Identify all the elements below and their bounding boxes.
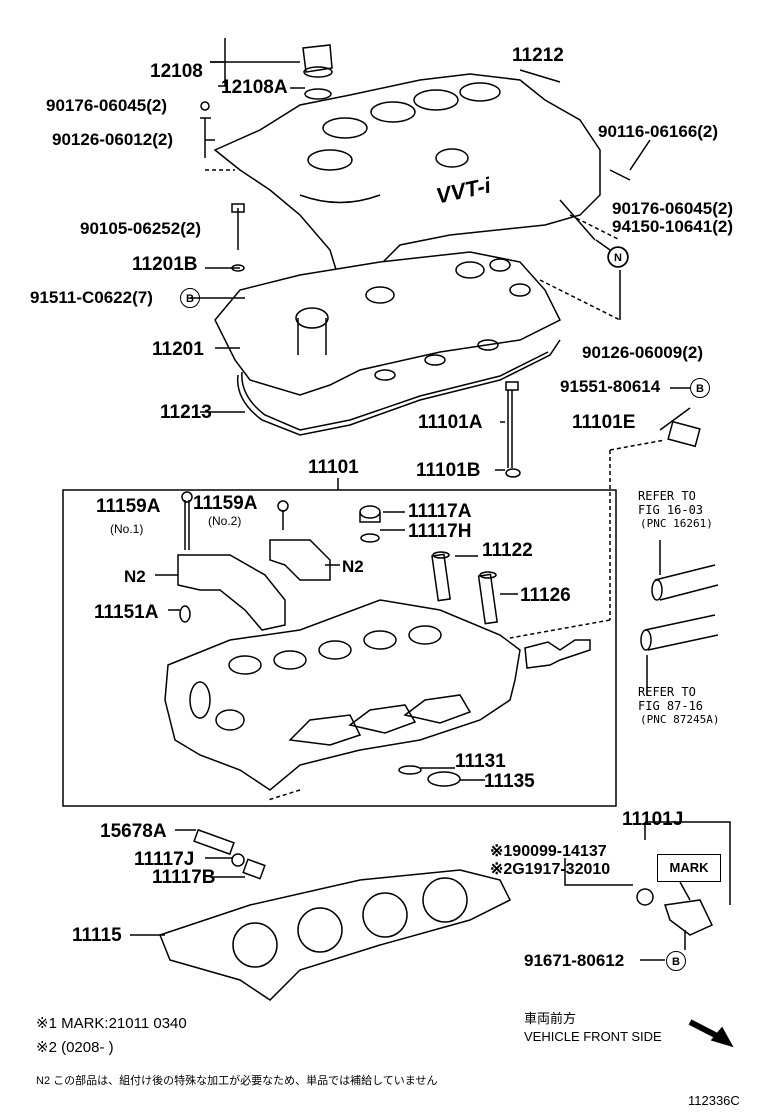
part-91511-C0622-label: 91511-C0622(7) bbox=[30, 288, 153, 307]
part-11213-label: 11213 bbox=[160, 402, 212, 423]
mark-box: MARK bbox=[657, 854, 721, 882]
part-91551-80614-label: 91551-80614 bbox=[560, 377, 661, 396]
direction-en: VEHICLE FRONT SIDE bbox=[524, 1029, 662, 1044]
part-11201-label: 11201 bbox=[152, 339, 204, 360]
part-15678A-label: 15678A bbox=[100, 821, 167, 842]
circle-b-marker-3: B bbox=[666, 951, 686, 971]
part-11101A-label: 11101A bbox=[418, 412, 483, 433]
part-11159A-no2-label: 11159A bbox=[193, 493, 258, 514]
part-11159A-no1-label: 11159A bbox=[96, 496, 161, 517]
part-11126-label: 11126 bbox=[520, 585, 571, 606]
cover-gasket-drawing bbox=[236, 339, 561, 436]
part-94150-10641-label: 94150-10641(2) bbox=[612, 217, 733, 236]
footnote-n2: N2 この部品は、組付け後の特殊な加工が必要なため、単品では補給していません bbox=[36, 1075, 438, 1087]
part-12108A-label: 12108A bbox=[221, 77, 288, 98]
part-11131-label: 11131 bbox=[455, 751, 506, 772]
part-11135-label: 11135 bbox=[484, 771, 535, 792]
part-11212-label: 11212 bbox=[512, 45, 564, 66]
part-90105-06252-label: 90105-06252(2) bbox=[80, 219, 201, 238]
part-90099-14137-label: ※190099-14137 bbox=[490, 843, 607, 860]
cylinder-head-cover-drawing bbox=[214, 251, 562, 396]
part-90176-06045-label: 90176-06045(2) bbox=[46, 96, 167, 115]
refer-2-line1: REFER TO bbox=[638, 685, 696, 699]
note-mark: ※1 MARK:21011 0340 bbox=[36, 1015, 187, 1032]
part-12108-label: 12108 bbox=[150, 61, 203, 82]
note-date-range: ※2 (0208- ) bbox=[36, 1039, 114, 1056]
part-90176-06045-b-label: 90176-06045(2) bbox=[612, 199, 733, 218]
part-11101J-label: 11101J bbox=[622, 809, 684, 830]
part-11151A-label: 11151A bbox=[94, 602, 159, 623]
refer-1-line1: REFER TO bbox=[638, 489, 696, 503]
figure-code: 112336C bbox=[688, 1093, 740, 1108]
refer-2-line2: FIG 87-16 bbox=[638, 699, 704, 713]
circle-b-marker-2: B bbox=[690, 378, 710, 398]
part-11101B-label: 11101B bbox=[416, 460, 481, 481]
part-11101E-label: 11101E bbox=[572, 412, 636, 433]
part-11115-label: 11115 bbox=[72, 925, 122, 946]
refer-1-line3: (PNC 16261) bbox=[640, 517, 713, 530]
circle-b-marker: B bbox=[180, 288, 200, 308]
n2-marker-b: N2 bbox=[342, 557, 364, 576]
cylinder-head-drawing bbox=[164, 599, 521, 791]
part-91671-80612-label: 91671-80612 bbox=[524, 951, 625, 970]
part-90116-06166-label: 90116-06166(2) bbox=[598, 122, 719, 141]
refer-1-line2: FIG 16-03 bbox=[638, 503, 704, 517]
part-11122-label: 11122 bbox=[482, 540, 533, 561]
part-11117A-label: 11117A bbox=[408, 501, 472, 522]
engine-cover-drawing bbox=[213, 73, 601, 281]
oil-filler-cap-drawing bbox=[302, 44, 333, 100]
part-11117H-label: 11117H bbox=[408, 521, 472, 542]
part-11201B-label: 11201B bbox=[132, 254, 198, 275]
direction-jp: 車両前方 bbox=[524, 1011, 577, 1026]
refer-2-line3: (PNC 87245A) bbox=[640, 713, 720, 726]
circle-n-marker: N bbox=[608, 247, 628, 267]
n2-marker-a: N2 bbox=[124, 567, 146, 586]
part-11117J-label: 11117J bbox=[134, 849, 195, 870]
no1-note: (No.1) bbox=[110, 522, 144, 536]
part-90126-06009-label: 90126-06009(2) bbox=[582, 343, 703, 362]
no2-note: (No.2) bbox=[208, 514, 242, 528]
head-gasket-drawing bbox=[159, 869, 512, 1001]
part-G1917-32010-label: ※2G1917-32010 bbox=[490, 861, 611, 878]
part-11117B-label: 11117B bbox=[152, 867, 216, 888]
part-90126-06012-label: 90126-06012(2) bbox=[52, 130, 173, 149]
part-11101-label: 11101 bbox=[308, 457, 359, 478]
